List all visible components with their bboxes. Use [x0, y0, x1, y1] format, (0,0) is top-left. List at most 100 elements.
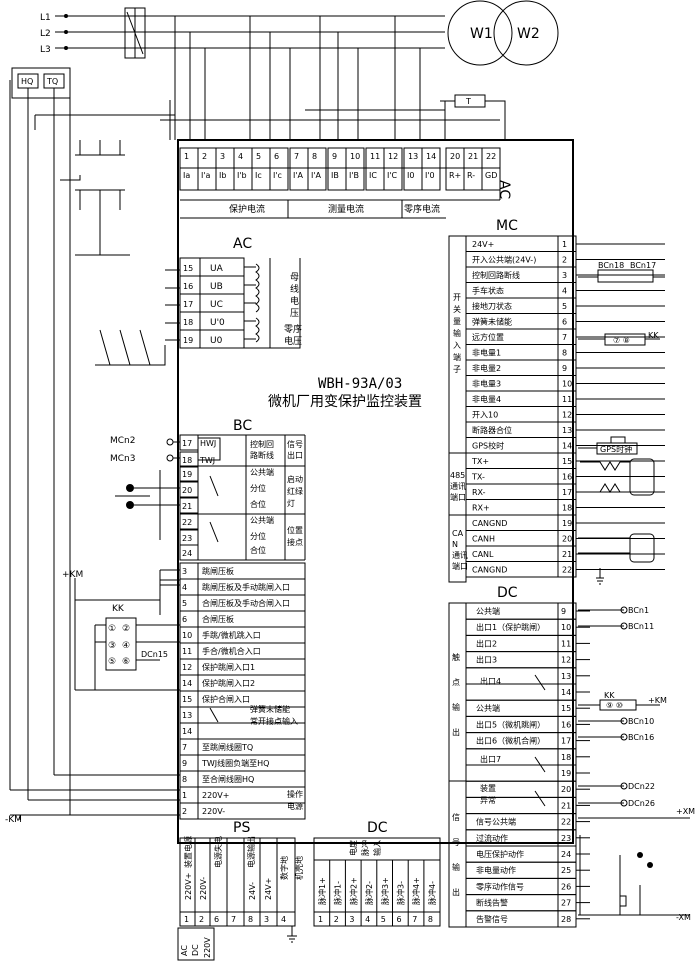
top-term-label: R- [467, 171, 475, 180]
motor-w1 [447, 0, 513, 66]
bc-row-label: 保护跳闸入口2 [202, 678, 255, 688]
mc-row-label: 非电量3 [472, 379, 501, 389]
mc-row-num: 8 [562, 349, 567, 358]
ps-col-num: 1 [184, 915, 189, 924]
bc-sub-label: 合位 [250, 545, 266, 555]
plus-km-right: +KM [648, 696, 667, 705]
mc-row-label: RX- [472, 488, 486, 497]
dc-row-num: 10 [561, 623, 571, 632]
dc-row-num: 16 [561, 720, 571, 729]
top-term-label: I'B [349, 171, 359, 180]
mc-row-label: CANH [472, 535, 495, 544]
mc-row-num: 12 [562, 411, 572, 420]
bc-row-num: 9 [182, 759, 187, 768]
dcin-col-num: 1 [318, 915, 323, 924]
ps-group-chassis: 机壳地 [294, 856, 304, 880]
bc-row-label: 手跳/微机跳入口 [202, 630, 261, 640]
top-term-label: Ic [255, 171, 262, 180]
bc-row-label: 跳闸压板及手动跳闸入口 [202, 582, 290, 592]
dc-row-label: 出口3 [476, 655, 497, 665]
dcin-col-label: 脉冲3- [396, 881, 406, 905]
kk-pin-6: ⑥ [122, 657, 130, 667]
dc-row-label: 出口1（保护跳闸） [476, 622, 545, 632]
bc-row-num: 4 [182, 583, 187, 592]
dc-row-num: 14 [561, 688, 571, 697]
dc-row-num: 23 [561, 834, 571, 843]
bc-row-num: 11 [182, 647, 192, 656]
dc-side-out: 点 [452, 678, 460, 687]
mc-row-label: 远方位置 [472, 332, 504, 342]
kk-pin-5: ⑤ [108, 657, 116, 667]
dc-row-label: 信号公共端 [476, 817, 516, 827]
top-term-num: 10 [350, 152, 360, 161]
dc-row-num: 17 [561, 737, 571, 746]
bcn18-label: BCn18 [598, 261, 624, 270]
mc-side-485: 通讯 [450, 481, 466, 491]
protect-current-label: 保护电流 [229, 203, 265, 215]
op-power-2: 电源 [287, 801, 303, 811]
dc-row-label: 零序动作信号 [476, 881, 524, 891]
top-term-label: IB [331, 171, 339, 180]
mc-side-switch: 开 [453, 293, 461, 302]
dc-row-num: 19 [561, 769, 571, 778]
gps-clock-label: GPS时钟 [600, 444, 632, 454]
hq-tq-coils: HQ TQ [9, 67, 180, 820]
top-term-label: R+ [449, 171, 461, 180]
dc-row-label: 公共端 [476, 606, 500, 616]
bc-row-num: 7 [182, 743, 187, 752]
dcin-col-label: 脉冲2- [364, 881, 374, 905]
dc-row-label: 公共端 [476, 703, 500, 713]
dcin-col-num: 4 [365, 915, 370, 924]
bc-row-num: 14 [182, 679, 192, 688]
top-term-label: I'c [273, 171, 282, 180]
acdc-ac: AC [180, 945, 189, 956]
bc-row-num: 6 [182, 615, 187, 624]
ps-title: PS [233, 820, 250, 836]
top-term-num: 13 [408, 152, 418, 161]
tq-label: TQ [46, 77, 58, 86]
start-lamp-3: 灯 [287, 498, 295, 508]
mc-row-num: 10 [562, 380, 572, 389]
bc-term-num: 20 [182, 486, 192, 495]
dc-row-num: 13 [561, 672, 571, 681]
mc-row-num: 2 [562, 256, 567, 265]
ctrl-break-1: 控制回 [250, 439, 274, 449]
spring-2: 常开接点输入 [250, 716, 298, 726]
dcin-group-label: 脉冲 [360, 840, 370, 856]
ac-side-labels: 母 线 电 压 零序 电压 [284, 272, 302, 347]
mc-row-label: 24V+ [472, 240, 494, 249]
mc-row-label: CANL [472, 550, 494, 559]
dc-row-label: 出口2 [476, 638, 497, 648]
bc-row-num: 8 [182, 775, 187, 784]
dc-row-num: 26 [561, 882, 571, 891]
dc-side-sig: 输 [452, 862, 460, 872]
bc-row-num: 2 [182, 807, 187, 816]
op-power-1: 操作 [287, 789, 303, 799]
mc-row-num: 1 [562, 240, 567, 249]
dc-row-label: 断线告警 [476, 898, 508, 908]
bc-row-label: 保护跳闸入口1 [202, 662, 255, 672]
mc-row-label: CANGND [472, 566, 507, 575]
dc-row-num: 24 [561, 850, 571, 859]
bc-term-num: 24 [182, 549, 192, 558]
dc-row-num: 27 [561, 899, 571, 908]
mc-title: MC [496, 218, 518, 234]
mc-side-switch: 子 [453, 365, 461, 374]
ac-term-num: 16 [183, 282, 193, 291]
bc-row-num: 3 [182, 567, 187, 576]
bc-row-label: TWJ线圈负端至HQ [201, 758, 269, 768]
bc-row-num: 1 [182, 791, 187, 800]
bc-row-label: 保护合闸入口 [202, 694, 250, 704]
mc-row-label: 开入公共端(24V-) [472, 255, 536, 265]
mc-row-label: 断路器合位 [472, 425, 512, 435]
mc-row-label: 非电量2 [472, 363, 501, 373]
top-term-label: I'A [293, 171, 304, 180]
mc-row-num: 21 [562, 550, 572, 559]
mc-side-can: 通讯 [452, 550, 468, 560]
top-term-label: I'C [387, 171, 398, 180]
ac-term-num: 17 [183, 300, 193, 309]
kk-pin-3: ③ [108, 641, 116, 651]
bc-term-num: 23 [182, 534, 192, 543]
